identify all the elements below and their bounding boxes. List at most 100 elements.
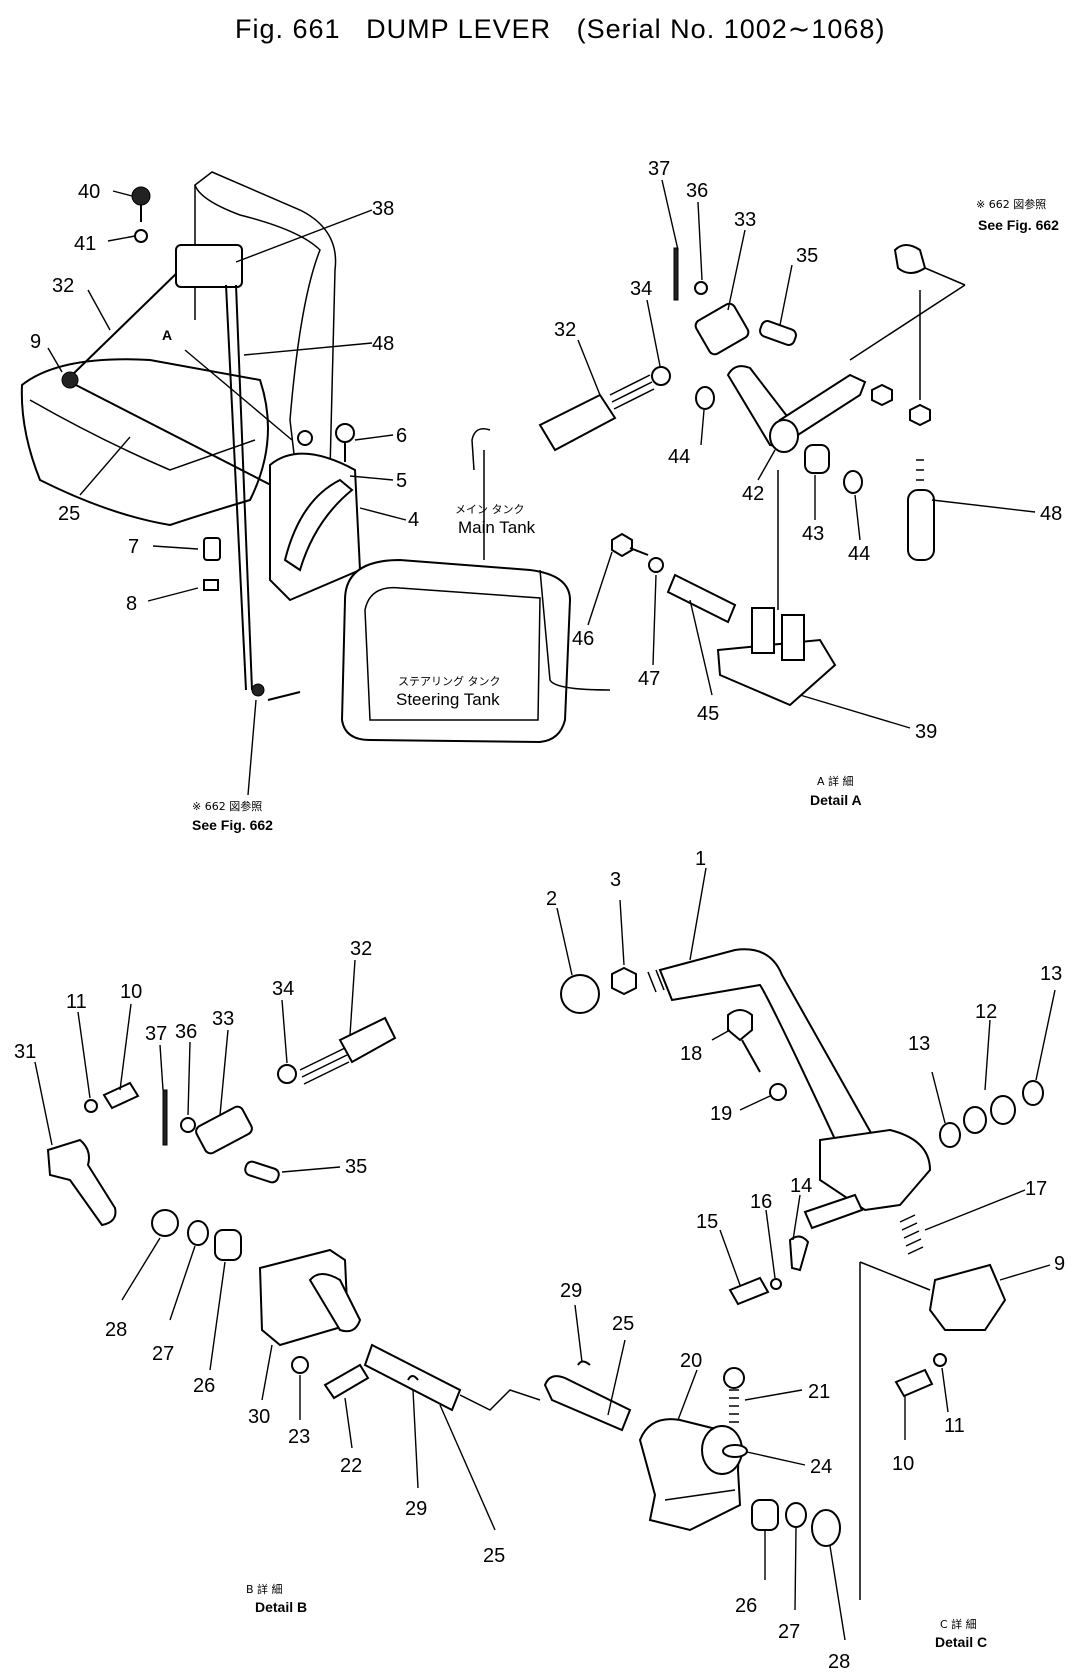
figure-title: Fig. 661 DUMP LEVER (Serial No. 1002∼106… xyxy=(235,14,885,45)
nut-34-b xyxy=(277,1064,297,1084)
nut-44-top xyxy=(871,383,893,407)
ref-jp-top: ※ 662 図参照 xyxy=(976,197,1046,211)
callout-48: 48 xyxy=(372,333,394,355)
cotter-37-b xyxy=(162,1089,168,1146)
leader-13-b xyxy=(1035,989,1056,1081)
bolt-15 xyxy=(728,1276,770,1306)
leader-26-b xyxy=(209,1261,226,1371)
leader-20 xyxy=(677,1369,698,1421)
callout-34-a: 34 xyxy=(630,278,652,300)
leader-9-c xyxy=(999,1264,1051,1281)
seat-back-outline xyxy=(194,171,337,506)
ref-line-top xyxy=(924,267,966,286)
washer-28-c xyxy=(811,1509,841,1547)
bolt-22 xyxy=(323,1363,370,1400)
leader-36-b xyxy=(187,1041,191,1116)
bolt-7 xyxy=(203,537,221,561)
ball-joint-top xyxy=(893,244,927,274)
callout-32-a: 32 xyxy=(554,319,576,341)
bolt-21-thread xyxy=(729,1389,739,1423)
leader-47 xyxy=(652,574,657,666)
leader-1 xyxy=(689,867,707,961)
leader-35-b xyxy=(281,1166,341,1173)
ring-27-b xyxy=(187,1220,209,1246)
callout-31: 31 xyxy=(14,1041,36,1063)
callout-40: 40 xyxy=(78,181,100,203)
leader-15 xyxy=(719,1229,741,1286)
callout-25: 25 xyxy=(58,503,80,525)
ref-jp-bottom: ※ 662 図参照 xyxy=(192,799,262,813)
callout-25-b: 25 xyxy=(483,1545,505,1567)
leader-33-b xyxy=(219,1029,229,1116)
knob-2 xyxy=(560,974,600,1014)
spring-17 xyxy=(899,1214,924,1255)
callout-9-c: 9 xyxy=(1054,1253,1065,1275)
bracket-39 xyxy=(716,638,837,707)
marker-a-label: A xyxy=(162,327,172,343)
callout-18: 18 xyxy=(680,1043,702,1065)
rod-32-a-thread xyxy=(609,374,655,410)
callout-2: 2 xyxy=(546,888,557,910)
callout-15: 15 xyxy=(696,1211,718,1233)
leader-32 xyxy=(87,289,111,331)
main-tank-outline xyxy=(471,428,491,471)
leader-3 xyxy=(619,899,625,966)
rod-32-b xyxy=(338,1016,397,1064)
leader-11-b xyxy=(77,1011,91,1099)
callout-7: 7 xyxy=(128,536,139,558)
callout-28-b: 28 xyxy=(105,1319,127,1341)
leader-25-b xyxy=(439,1404,496,1531)
leader-28-b xyxy=(121,1237,161,1301)
leader-34-a xyxy=(646,299,661,367)
callout-3: 3 xyxy=(610,869,621,891)
lever-31 xyxy=(46,1138,117,1227)
callout-9: 9 xyxy=(30,331,41,353)
leader-9 xyxy=(47,347,63,373)
clevis-33-b xyxy=(195,1105,253,1155)
pin-14 xyxy=(803,1193,864,1230)
callout-39: 39 xyxy=(915,721,937,743)
callout-35-a: 35 xyxy=(796,245,818,267)
ring-13-a xyxy=(939,1122,961,1148)
callout-35-b: 35 xyxy=(345,1156,367,1178)
pin-9 xyxy=(61,371,79,389)
leader-19 xyxy=(739,1095,771,1111)
detail-c-label: Detail C xyxy=(935,1634,987,1650)
callout-36-a: 36 xyxy=(686,180,708,202)
callout-42: 42 xyxy=(742,483,764,505)
leader-38 xyxy=(235,209,373,263)
leader-28-c xyxy=(829,1545,846,1641)
leader-5 xyxy=(349,475,394,481)
callout-13-a: 13 xyxy=(908,1033,930,1055)
joint-bolt xyxy=(267,691,301,701)
callout-37-b: 37 xyxy=(145,1023,167,1045)
rod-48 xyxy=(235,284,253,691)
leader-35-a xyxy=(779,264,793,326)
bolt-21-head xyxy=(723,1367,745,1389)
rod-32 xyxy=(69,269,181,378)
detail-a-assembly: 37 36 33 35 34 32 44 42 43 44 48 46 47 4… xyxy=(538,158,1062,808)
rod-32-a xyxy=(538,393,617,452)
washer-28-b xyxy=(151,1209,179,1237)
leader-27-b xyxy=(169,1245,196,1321)
washer-44-a1 xyxy=(695,386,715,410)
leader-4 xyxy=(359,507,407,521)
leader-42 xyxy=(757,449,776,481)
pin-29-c xyxy=(577,1360,591,1366)
bolt-46 xyxy=(611,532,633,558)
ring-27-c xyxy=(785,1502,807,1528)
steering-tank-inner xyxy=(364,586,541,721)
leader-11-c xyxy=(941,1367,949,1413)
callout-30: 30 xyxy=(248,1406,270,1428)
leader-36-a xyxy=(697,201,703,281)
callout-1: 1 xyxy=(695,848,706,870)
shaft-25-line xyxy=(459,1389,541,1411)
callout-21: 21 xyxy=(808,1381,830,1403)
figure-name: DUMP LEVER xyxy=(366,14,552,44)
callout-27-b: 27 xyxy=(152,1343,174,1365)
callout-11-c: 11 xyxy=(944,1415,965,1437)
leader-45 xyxy=(689,599,713,696)
callout-10-c: 10 xyxy=(892,1453,914,1475)
overview-callouts: 40 41 38 32 9 48 6 5 4 25 7 8 A xyxy=(30,181,419,615)
